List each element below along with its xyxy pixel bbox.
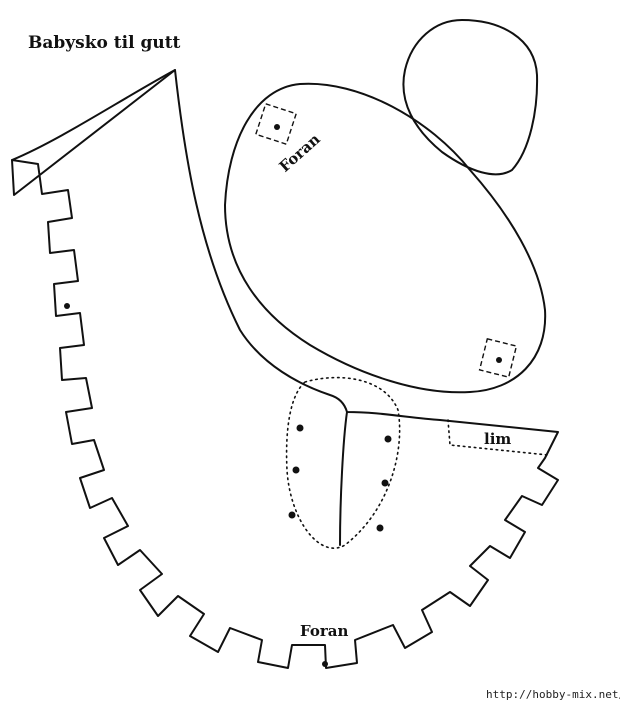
upper-top-edge xyxy=(11,69,176,161)
sole-front-marker-box xyxy=(254,102,298,146)
button-dot xyxy=(292,466,300,474)
sole-back-marker-box xyxy=(478,337,518,379)
sole-back-dot xyxy=(496,357,502,363)
strap-dotted-outline xyxy=(285,376,401,549)
button-dot xyxy=(384,435,392,443)
button-dot xyxy=(288,511,296,519)
button-dot xyxy=(381,479,389,487)
sole-front-label: Foran xyxy=(276,130,324,176)
upper-piece-outline xyxy=(11,69,559,669)
button-dot xyxy=(376,524,384,532)
button-dot xyxy=(296,424,304,432)
front-marker-dot xyxy=(322,661,328,667)
heel-piece-outline xyxy=(402,19,539,176)
watermark-url: http://hobby-mix.net/ xyxy=(486,688,620,701)
sole-piece-outline xyxy=(224,82,547,394)
upper-front-label: Foran xyxy=(300,622,348,640)
shaft-marker-dot xyxy=(64,303,70,309)
upper-center-seam xyxy=(339,411,348,546)
pattern-title: Babysko til gutt xyxy=(28,33,181,53)
glue-label: lim xyxy=(484,430,511,448)
sole-front-dot xyxy=(274,124,280,130)
